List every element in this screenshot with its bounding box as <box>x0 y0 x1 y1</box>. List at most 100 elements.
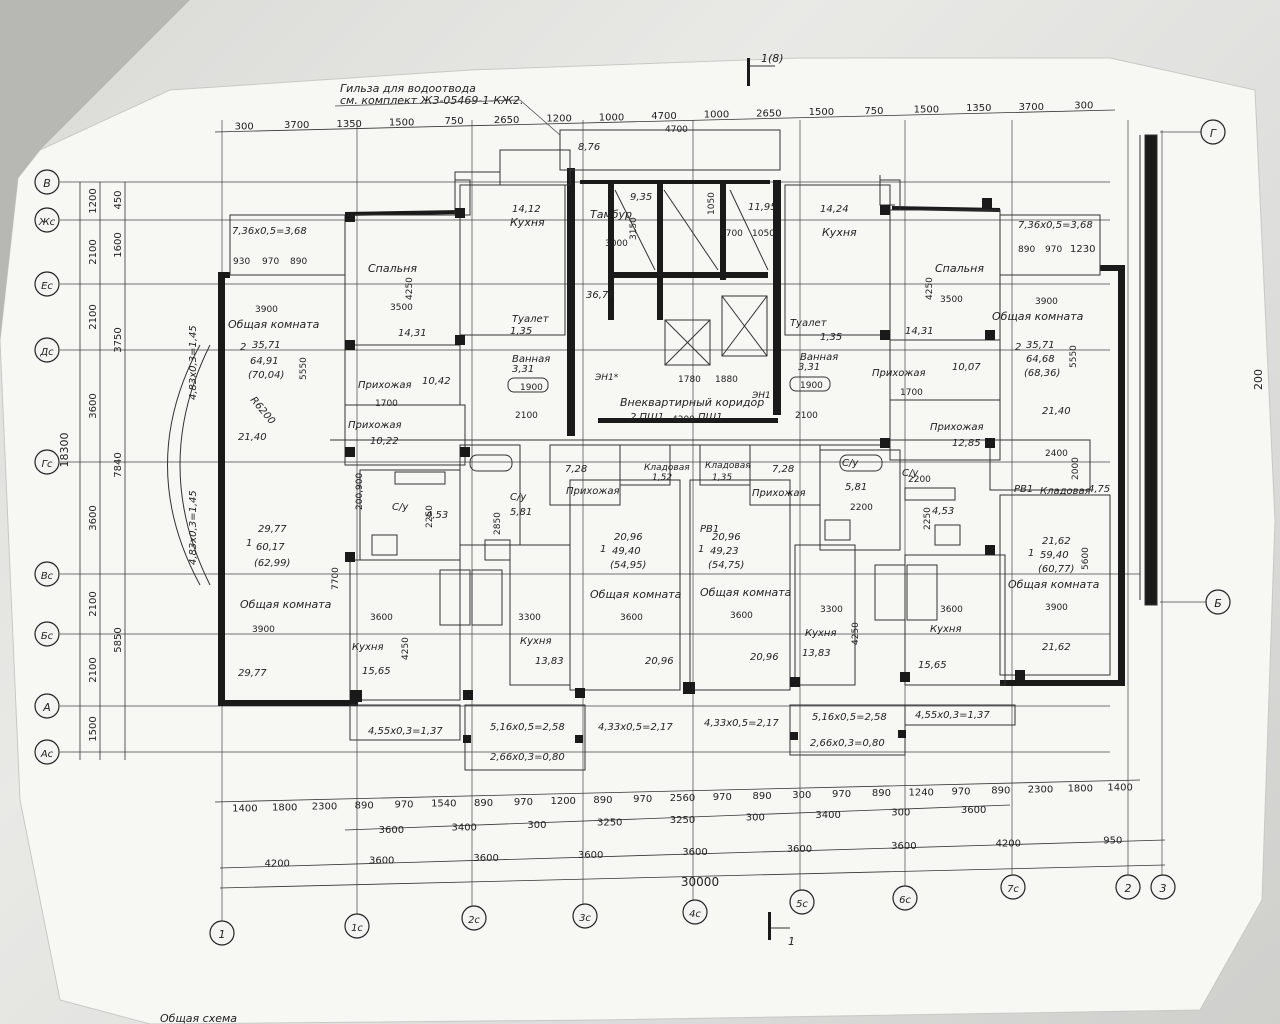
svg-text:3с: 3с <box>579 913 591 924</box>
svg-text:Общая комната: Общая комната <box>1008 578 1100 591</box>
svg-text:2200: 2200 <box>908 475 931 485</box>
dim-label: 890 <box>355 801 374 812</box>
svg-text:970: 970 <box>262 257 279 267</box>
svg-text:3600: 3600 <box>730 611 753 621</box>
svg-text:5с: 5с <box>796 899 808 910</box>
svg-text:1050: 1050 <box>752 229 775 239</box>
svg-text:4,53: 4,53 <box>932 506 954 517</box>
dim-label: 3250 <box>670 815 695 826</box>
apt1-area: 35,71 <box>252 340 281 351</box>
svg-text:8,76: 8,76 <box>578 142 600 153</box>
dim-label: 890 <box>474 798 493 809</box>
apt2-area: 35,71 <box>1026 340 1055 351</box>
svg-text:С/у: С/у <box>842 458 859 469</box>
room-kitchen-right-area-a: 11,95 <box>748 202 777 213</box>
dim-label: 2650 <box>756 108 781 119</box>
svg-text:Прихожая: Прихожая <box>348 420 402 431</box>
svg-text:4,53: 4,53 <box>426 510 448 521</box>
dim-label: 970 <box>394 800 413 811</box>
balcony-tl: 7,36х0,5=3,68 <box>232 226 307 237</box>
svg-text:Кухня: Кухня <box>520 636 552 647</box>
dim-label: 1500 <box>914 105 939 116</box>
dim-label: 4200 <box>996 838 1021 849</box>
svg-text:930: 930 <box>233 257 250 267</box>
dim-label: 3600 <box>891 841 916 852</box>
dim-label: 3400 <box>815 810 840 821</box>
svg-text:1с: 1с <box>351 923 363 934</box>
dim-label: 3600 <box>682 847 707 858</box>
svg-text:А: А <box>42 701 51 714</box>
svg-text:890: 890 <box>1018 245 1035 255</box>
dim-label: 1000 <box>704 110 729 121</box>
svg-text:4700: 4700 <box>665 125 688 135</box>
dim-label: 3600 <box>379 825 404 836</box>
dim-left-label: 1500 <box>88 716 99 741</box>
svg-text:20,96: 20,96 <box>750 652 779 663</box>
svg-text:В: В <box>43 177 51 190</box>
section-mark-top: 1(8) <box>761 52 784 65</box>
col-marker-6c: 6с <box>892 885 918 911</box>
dim-label: 1350 <box>966 103 991 114</box>
svg-text:3900: 3900 <box>1045 603 1068 613</box>
svg-text:13,83: 13,83 <box>535 656 564 667</box>
labels: Гильза для водоотвода см. комплект ЖЗ-05… <box>160 52 1265 1024</box>
svg-text:С/у: С/у <box>510 492 527 503</box>
footer-text: Общая схема <box>160 1012 237 1024</box>
svg-text:ЭН1: ЭН1 <box>751 391 771 401</box>
row-markers-left: В Жс Ес Дс Гс Вс Бс А Ас <box>34 169 60 765</box>
svg-text:10,07: 10,07 <box>952 362 981 373</box>
svg-text:Ес: Ес <box>41 281 53 292</box>
svg-text:29,77: 29,77 <box>238 668 267 679</box>
room-spalnya-right: Спальня <box>935 262 984 275</box>
dim-label: 1500 <box>809 107 834 118</box>
dim-label: 1800 <box>1068 783 1093 794</box>
row-marker-ds: Дс <box>34 337 60 363</box>
svg-text:21,62: 21,62 <box>1042 642 1071 653</box>
svg-text:2100: 2100 <box>515 411 538 421</box>
dim-label: 2300 <box>312 802 337 813</box>
apt3-sum: 60,17 <box>256 542 285 553</box>
svg-text:1700: 1700 <box>900 388 923 398</box>
dim-left-label-2: 450 <box>113 190 124 209</box>
svg-text:3900: 3900 <box>252 625 275 635</box>
svg-text:2,66х0,3=0,80: 2,66х0,3=0,80 <box>490 752 565 763</box>
apt2-sum: 64,68 <box>1026 354 1055 365</box>
svg-text:3300: 3300 <box>518 613 541 623</box>
svg-text:1900: 1900 <box>800 381 823 391</box>
dim-left-label-2: 7840 <box>113 452 124 477</box>
background-corner <box>0 0 190 340</box>
dim-label: 970 <box>514 797 533 808</box>
apt1-sum: 64,91 <box>250 356 279 367</box>
dim-label: 890 <box>593 795 612 806</box>
dim-label: 970 <box>633 794 652 805</box>
svg-text:2с: 2с <box>468 915 480 926</box>
svg-text:Кухня: Кухня <box>930 624 962 635</box>
svg-text:2: 2 <box>1125 882 1132 895</box>
svg-text:Кухня: Кухня <box>352 642 384 653</box>
dim-left-label: 2100 <box>88 239 99 264</box>
fixtures <box>371 376 961 626</box>
row-marker-es: Ес <box>34 271 60 297</box>
svg-text:2250: 2250 <box>923 507 933 530</box>
column-markers: 1 1с 2с 3с 4с 5с 6с 7с 2 3 <box>209 874 1176 946</box>
svg-text:1230: 1230 <box>1070 244 1095 255</box>
svg-text:36,78: 36,78 <box>586 290 615 301</box>
dim-left-label: 2100 <box>88 657 99 682</box>
svg-text:Кладовая: Кладовая <box>1040 486 1091 497</box>
apt3-area: 29,77 <box>258 524 287 535</box>
dim-label: 3700 <box>284 120 309 131</box>
svg-text:4,75: 4,75 <box>1088 484 1110 495</box>
svg-text:7,28: 7,28 <box>772 464 794 475</box>
svg-text:7700: 7700 <box>331 567 341 590</box>
dim-label: 970 <box>951 786 970 797</box>
row-marker-v: В <box>34 169 60 195</box>
svg-text:3500: 3500 <box>940 295 963 305</box>
apt3-num: 1 <box>246 538 252 549</box>
svg-text:3150: 3150 <box>629 217 639 240</box>
dim-label: 4700 <box>651 111 676 122</box>
dim-label: 2650 <box>494 115 519 126</box>
col-marker-1c: 1с <box>344 913 370 939</box>
svg-text:Туалет: Туалет <box>512 314 550 325</box>
